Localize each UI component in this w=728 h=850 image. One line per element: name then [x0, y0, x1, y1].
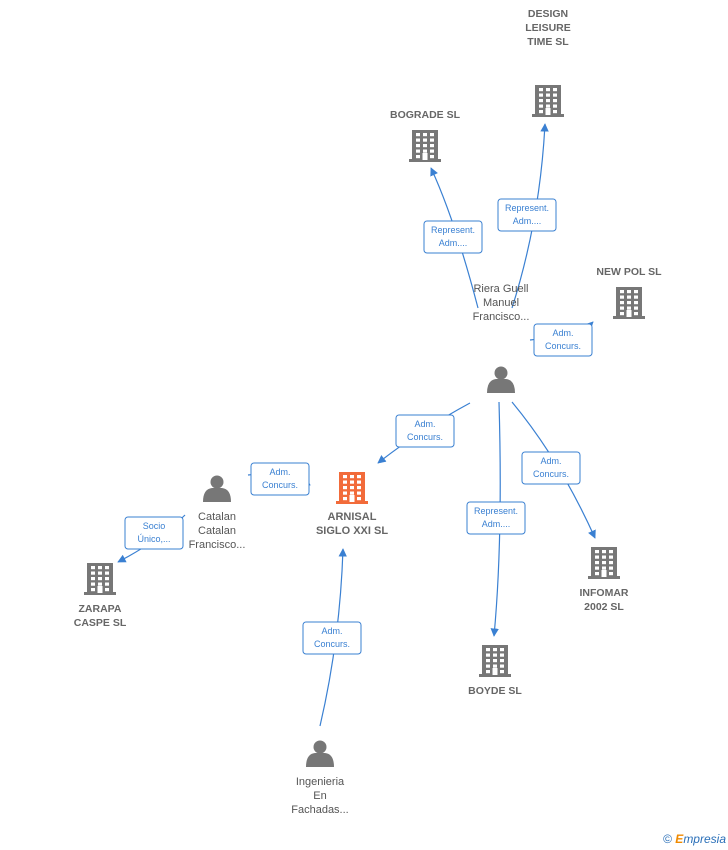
relation-label-text: Adm. — [414, 419, 435, 429]
node-label: BOYDE SL — [468, 685, 522, 697]
node-bograde[interactable]: BOGRADE SL — [390, 109, 461, 162]
edge-riera-newpol: Adm. Concurs. — [529, 321, 594, 357]
relation-label-text: Adm.... — [439, 238, 468, 248]
building-icon — [409, 130, 441, 162]
node-design[interactable]: DESIGN LEISURE TIME SL — [525, 8, 571, 117]
node-label: INFOMAR — [580, 587, 629, 599]
relation-label[interactable]: Represent. Adm.... — [423, 220, 483, 254]
node-label: BOGRADE SL — [390, 109, 461, 121]
relation-label-text: Concurs. — [533, 469, 569, 479]
relation-label-text: Adm. — [269, 467, 290, 477]
node-label: Fachadas... — [291, 804, 348, 816]
node-label: NEW POL SL — [596, 266, 662, 278]
node-label: SIGLO XXI SL — [316, 525, 388, 537]
relation-label-text: Adm. — [552, 328, 573, 338]
edge-catalan-arnisal: Adm. Concurs. — [247, 462, 311, 496]
node-boyde[interactable]: BOYDE SL — [468, 645, 522, 697]
relation-label-text: Concurs. — [407, 432, 443, 442]
node-label: 2002 SL — [584, 601, 624, 613]
relation-label-text: Represent. — [505, 203, 549, 213]
brand-logo-text: mpresia — [683, 832, 726, 846]
node-arnisal[interactable]: ARNISAL SIGLO XXI SL — [316, 472, 388, 537]
node-zarapa[interactable]: ZARAPA CASPE SL — [74, 563, 127, 629]
node-newpol[interactable]: NEW POL SL — [596, 266, 662, 319]
node-label: CASPE SL — [74, 617, 127, 629]
relation-label-text: Concurs. — [314, 639, 350, 649]
relation-label-text: Concurs. — [545, 341, 581, 351]
node-label: Catalan — [198, 511, 236, 523]
relation-label-text: Adm. — [540, 456, 561, 466]
node-label: TIME SL — [527, 36, 569, 48]
node-label: Catalan — [198, 525, 236, 537]
relation-label-text: Represent. — [431, 225, 475, 235]
relation-label-text: Adm.... — [513, 216, 542, 226]
relation-label-text: Represent. — [474, 506, 518, 516]
node-catalan[interactable]: CatalanCatalanFrancisco... — [189, 475, 246, 552]
node-label: LEISURE — [525, 22, 571, 34]
copyright-icon: © — [663, 832, 672, 846]
relation-label[interactable]: Adm. Concurs. — [521, 451, 581, 485]
node-label: Manuel — [483, 297, 519, 309]
edge-ingenieria-arnisal: Adm. Concurs. — [302, 548, 362, 727]
edge-catalan-zarapa: SocioÚnico,... — [117, 514, 186, 563]
building-icon — [613, 287, 645, 319]
node-infomar[interactable]: INFOMAR 2002 SL — [580, 547, 629, 613]
node-label: Francisco... — [473, 311, 530, 323]
node-ingenieria[interactable]: IngenieriaEnFachadas... — [291, 740, 349, 817]
node-label: En — [313, 790, 326, 802]
relation-label-text: Adm.... — [482, 519, 511, 529]
brand-logo-initial: E — [675, 832, 684, 846]
building-icon — [479, 645, 511, 677]
relation-label[interactable]: Adm. Concurs. — [250, 462, 310, 496]
node-label: ARNISAL — [328, 511, 377, 523]
edge-riera-arnisal: Adm. Concurs. — [377, 402, 471, 464]
edge-riera-bograde: Represent. Adm.... — [423, 167, 483, 309]
relation-label-text: Adm. — [321, 626, 342, 636]
relation-label[interactable]: Adm. Concurs. — [533, 323, 593, 357]
relation-label[interactable]: Represent. Adm.... — [466, 501, 526, 535]
person-icon — [203, 475, 231, 502]
node-label: Ingenieria — [296, 776, 345, 788]
footer-credit: © Empresia — [663, 832, 726, 846]
node-label: ZARAPA — [79, 603, 122, 615]
building-icon — [84, 563, 116, 595]
relation-label[interactable]: Adm. Concurs. — [302, 621, 362, 655]
node-riera[interactable]: Riera GuellManuelFrancisco... — [473, 283, 530, 393]
edges-layer: Represent. Adm.... Represent. Adm.... Adm. Co… — [117, 123, 596, 727]
node-label: DESIGN — [528, 8, 568, 20]
relation-label[interactable]: Represent. Adm.... — [497, 198, 557, 232]
edge-riera-boyde: Represent. Adm.... — [466, 401, 526, 637]
relation-label-text: Concurs. — [262, 480, 298, 490]
building-icon — [532, 85, 564, 117]
person-icon — [306, 740, 334, 767]
relation-label[interactable]: Adm. Concurs. — [395, 414, 455, 448]
node-label: Riera Guell — [473, 283, 528, 295]
node-label: Francisco... — [189, 539, 246, 551]
person-icon — [487, 366, 515, 393]
relation-label-text: Socio — [143, 521, 166, 531]
edge-riera-design: Represent. Adm.... — [497, 123, 557, 309]
edge-riera-infomar: Adm. Concurs. — [511, 401, 596, 539]
relation-label[interactable]: SocioÚnico,... — [124, 516, 184, 550]
building-icon — [336, 472, 368, 504]
building-icon — [588, 547, 620, 579]
relation-label-text: Único,... — [137, 534, 170, 544]
nodes-layer: ARNISAL SIGLO XXI SL Riera GuellManuelFran… — [74, 8, 662, 816]
